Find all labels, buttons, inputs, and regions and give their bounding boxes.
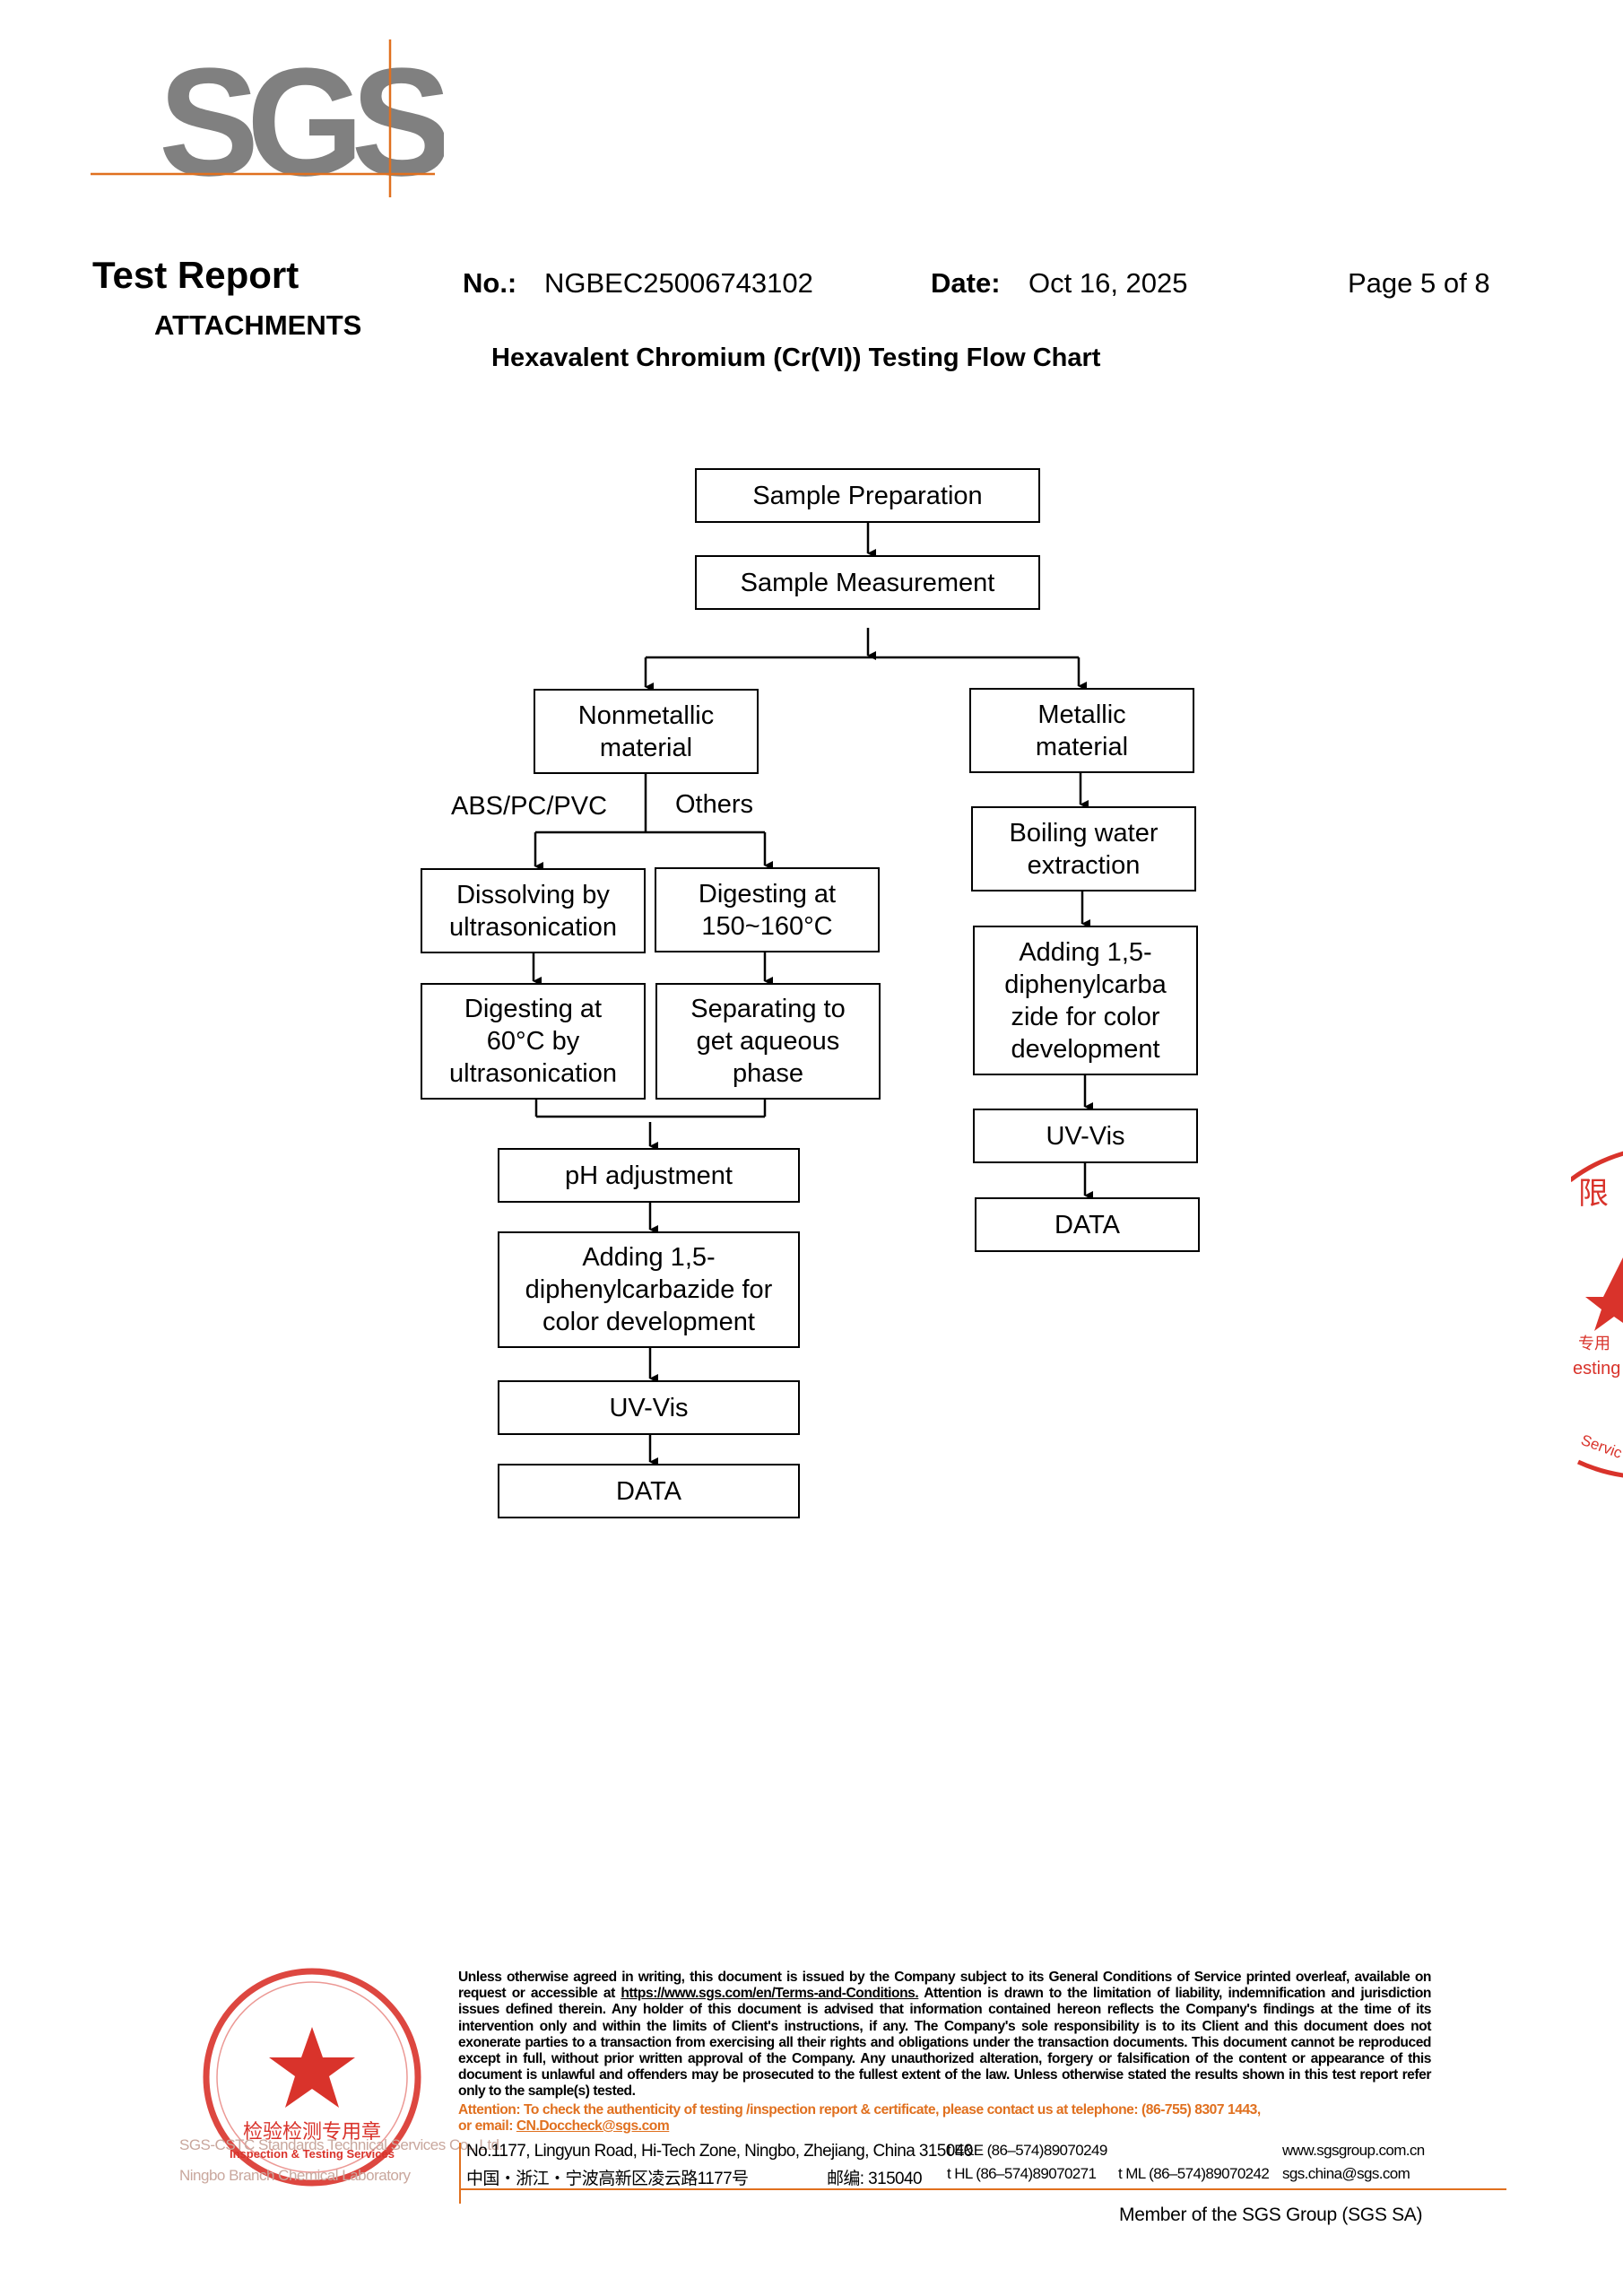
node-metallic-material: Metallic material (969, 688, 1194, 773)
phone-ml: t ML (86–574)89070242 (1118, 2165, 1270, 2182)
phone-ee: t E&E (86–574)89070249 (947, 2142, 1107, 2159)
metal-step-boiling-water: Boiling water extraction (971, 806, 1196, 891)
step-separating-aqueous: Separating to get aqueous phase (655, 983, 881, 1100)
branch-label-abs-pc-pvc: ABS/PC/PVC (451, 792, 608, 821)
step-adding-diphenylcarbazide: Adding 1,5- diphenylcarbazide for color … (498, 1231, 800, 1348)
metal-step-uv-vis: UV-Vis (973, 1109, 1198, 1163)
report-number-label: No.: (463, 267, 517, 299)
company-name-line1: SGS-CSTC Standards Technical Services Co… (179, 2136, 503, 2153)
step-data: DATA (498, 1464, 800, 1518)
address-cn: 中国・浙江・宁波高新区凌云路1177号 (466, 2170, 749, 2188)
svg-text:限: 限 (1578, 1176, 1609, 1212)
svg-text:SGS: SGS (159, 36, 444, 206)
report-title: Test Report (92, 254, 299, 296)
section-heading: ATTACHMENTS (154, 309, 362, 341)
step-uv-vis: UV-Vis (498, 1380, 800, 1435)
step-sample-preparation: Sample Preparation (695, 468, 1040, 523)
website: www.sgsgroup.com.cn (1282, 2142, 1425, 2159)
edge-stamp-partial: 限 专用 esting Servic (1571, 1151, 1623, 1478)
svg-text:Inspection & Testing Services: Inspection & Testing Services (230, 2147, 395, 2161)
report-date: Oct 16, 2025 (1028, 267, 1188, 299)
doccheck-email-link[interactable]: CN.Doccheck@sgs.com (516, 2118, 670, 2134)
member-statement: Member of the SGS Group (SGS SA) (1119, 2205, 1423, 2225)
node-nonmetallic-material: Nonmetallic material (534, 689, 759, 774)
address-en: No.1177, Lingyun Road, Hi-Tech Zone, Nin… (466, 2142, 973, 2161)
metal-step-data: DATA (975, 1197, 1200, 1252)
branch-label-others: Others (675, 790, 754, 819)
terms-disclaimer: Unless otherwise agreed in writing, this… (458, 1970, 1431, 2100)
authenticity-notice: Attention: To check the authenticity of … (458, 2102, 1261, 2134)
postcode-cn: 邮编: 315040 (827, 2170, 923, 2188)
step-ph-adjustment: pH adjustment (498, 1148, 800, 1203)
company-name-line2: Ningbo Branch Chemical Laboratory (179, 2167, 411, 2184)
flowchart-title: Hexavalent Chromium (Cr(VI)) Testing Flo… (491, 344, 1101, 372)
date-label: Date: (931, 267, 1001, 299)
email: sgs.china@sgs.com (1282, 2165, 1410, 2182)
step-dissolving-ultrasonication: Dissolving by ultrasonication (421, 868, 646, 953)
step-digesting-150-160: Digesting at 150~160°C (655, 867, 880, 952)
flowchart-connectors (532, 522, 1093, 1466)
svg-text:检验检测专用章: 检验检测专用章 (243, 2121, 381, 2144)
terms-link[interactable]: https://www.sgs.com/en/Terms-and-Conditi… (621, 1986, 919, 2002)
svg-text:Servic: Servic (1579, 1431, 1623, 1462)
report-number: NGBEC25006743102 (544, 267, 813, 299)
company-seal: 检验检测专用章 Inspection & Testing Services (203, 1968, 421, 2187)
footer-horizontal-rule (459, 2188, 1506, 2190)
step-sample-measurement: Sample Measurement (695, 555, 1040, 610)
step-digesting-60c: Digesting at 60°C by ultrasonication (421, 983, 646, 1100)
metal-step-adding-diphenylcarbazide: Adding 1,5- diphenylcarba zide for color… (973, 926, 1198, 1075)
phone-hl: t HL (86–574)89070271 (947, 2165, 1097, 2182)
page-number: Page 5 of 8 (1348, 267, 1490, 299)
svg-text:专用: 专用 (1578, 1335, 1610, 1353)
footer-vertical-rule (459, 2143, 461, 2204)
svg-text:esting: esting (1573, 1359, 1620, 1378)
sgs-logo: SGS (91, 36, 444, 206)
